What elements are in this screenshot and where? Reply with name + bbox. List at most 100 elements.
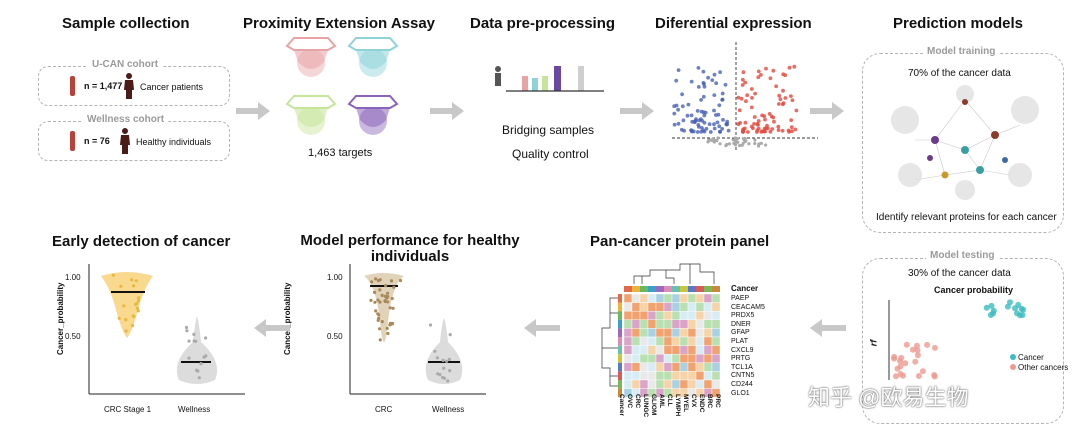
- volcano-point: [718, 70, 722, 74]
- testing-point: [912, 358, 919, 365]
- heatmap-side-cell: [618, 294, 622, 303]
- volcano-point: [695, 130, 700, 134]
- heatmap-cell: [711, 302, 721, 312]
- protein-network: [891, 85, 1039, 200]
- heatmap-cancer-label: BRC: [706, 394, 713, 409]
- heatmap-cell: [639, 319, 649, 329]
- volcano-point: [768, 129, 773, 134]
- volcano-point: [737, 108, 742, 113]
- left-xtick-wellness: Wellness: [178, 405, 211, 414]
- heatmap-cell: [623, 336, 633, 346]
- volcano-point: [787, 130, 791, 134]
- volcano-point: [694, 117, 698, 122]
- volcano-point: [740, 83, 745, 87]
- heatmap-cell: [671, 319, 681, 329]
- volcano-point: [699, 98, 703, 102]
- heatmap-cancer-label: LUNGC: [642, 394, 649, 418]
- watermark: 知乎 @欧易生物: [808, 385, 969, 410]
- heatmap-cell: [655, 336, 665, 346]
- heatmap-cell: [655, 293, 665, 303]
- volcano-point: [777, 102, 781, 106]
- violin-point: [398, 278, 403, 283]
- heatmap-cell: [639, 353, 649, 363]
- volcano-point: [789, 125, 794, 130]
- volcano-point: [752, 122, 756, 126]
- volcano-point: [689, 113, 694, 118]
- heatmap-cell: [687, 353, 697, 363]
- heatmap-cell: [647, 328, 657, 338]
- violin-point: [388, 306, 392, 310]
- heatmap-cell: [711, 293, 721, 303]
- volcano-point: [704, 126, 709, 131]
- heatmap-cell: [711, 336, 721, 346]
- volcano-point: [756, 69, 761, 74]
- violin-point: [446, 379, 450, 383]
- heatmap-cell: [623, 302, 633, 312]
- plate-icon: [286, 95, 336, 136]
- volcano-point: [736, 95, 741, 100]
- heatmap-cell: [639, 311, 649, 321]
- testing-point: [898, 354, 905, 361]
- volcano-point: [672, 122, 677, 127]
- volcano-point: [778, 97, 783, 102]
- volcano-point: [672, 104, 677, 109]
- volcano-point: [756, 75, 761, 80]
- volcano-point: [727, 142, 731, 146]
- preprocessing-item-qc: Quality control: [512, 147, 589, 161]
- heatmap-cell: [687, 336, 697, 346]
- violin-point: [136, 299, 141, 303]
- legend-cancer-label: Cancer: [1018, 353, 1044, 362]
- heatmap-cell: [695, 353, 705, 363]
- ucan-n: n = 1,477: [84, 81, 123, 91]
- heatmap-cell: [679, 379, 689, 389]
- heatmap-cell: [631, 311, 641, 321]
- heatmap-cell: [703, 379, 713, 389]
- legend-cancer-marker: [1010, 354, 1016, 360]
- blood-tube-icon: [70, 76, 75, 96]
- volcano-point: [764, 66, 768, 71]
- heatmap-cell: [623, 319, 633, 329]
- violin-point: [137, 296, 141, 300]
- testing-point: [919, 368, 926, 375]
- volcano-point: [742, 137, 746, 141]
- violin-point: [135, 302, 139, 306]
- violin-point: [380, 293, 384, 297]
- volcano-point: [710, 78, 715, 82]
- heatmap-cell: [655, 328, 665, 338]
- heatmap-protein-label: PRDX5: [731, 312, 755, 320]
- volcano-point: [702, 120, 707, 125]
- heatmap-cell: [663, 293, 673, 303]
- heatmap-protein-label: GLO1: [731, 389, 750, 397]
- heatmap-cell: [695, 302, 705, 312]
- volcano-point: [780, 102, 785, 107]
- heatmap-cell: [663, 328, 673, 338]
- testing-point: [909, 346, 916, 353]
- volcano-point: [749, 87, 754, 91]
- volcano-point: [777, 93, 782, 98]
- volcano-point: [695, 109, 700, 113]
- volcano-point: [731, 138, 735, 142]
- violin-point: [436, 372, 440, 376]
- heatmap-cell: [703, 328, 713, 338]
- volcano-point: [738, 143, 742, 148]
- volcano-point: [708, 130, 713, 134]
- volcano-point: [676, 68, 681, 72]
- volcano-point: [781, 88, 785, 93]
- heatmap-cancer-label: CRC: [634, 394, 641, 409]
- wellness-label: Healthy individuals: [136, 137, 212, 147]
- heatmap-cell: [711, 371, 721, 381]
- heatmap-cell: [647, 371, 657, 381]
- heatmap-cell: [671, 293, 681, 303]
- heatmap-cell: [703, 319, 713, 329]
- volcano-point: [712, 126, 717, 131]
- heatmap-side-cell: [618, 345, 622, 355]
- heatmap-annotation-cell: [672, 286, 680, 292]
- volcano-point: [734, 143, 738, 147]
- heatmap-cell: [623, 293, 633, 303]
- volcano-point: [701, 110, 706, 115]
- violin-point: [135, 306, 139, 310]
- violin-point: [136, 309, 140, 313]
- testing-point: [1007, 299, 1013, 306]
- heatmap-cell: [703, 353, 713, 363]
- arrow-right-icon: [620, 102, 654, 120]
